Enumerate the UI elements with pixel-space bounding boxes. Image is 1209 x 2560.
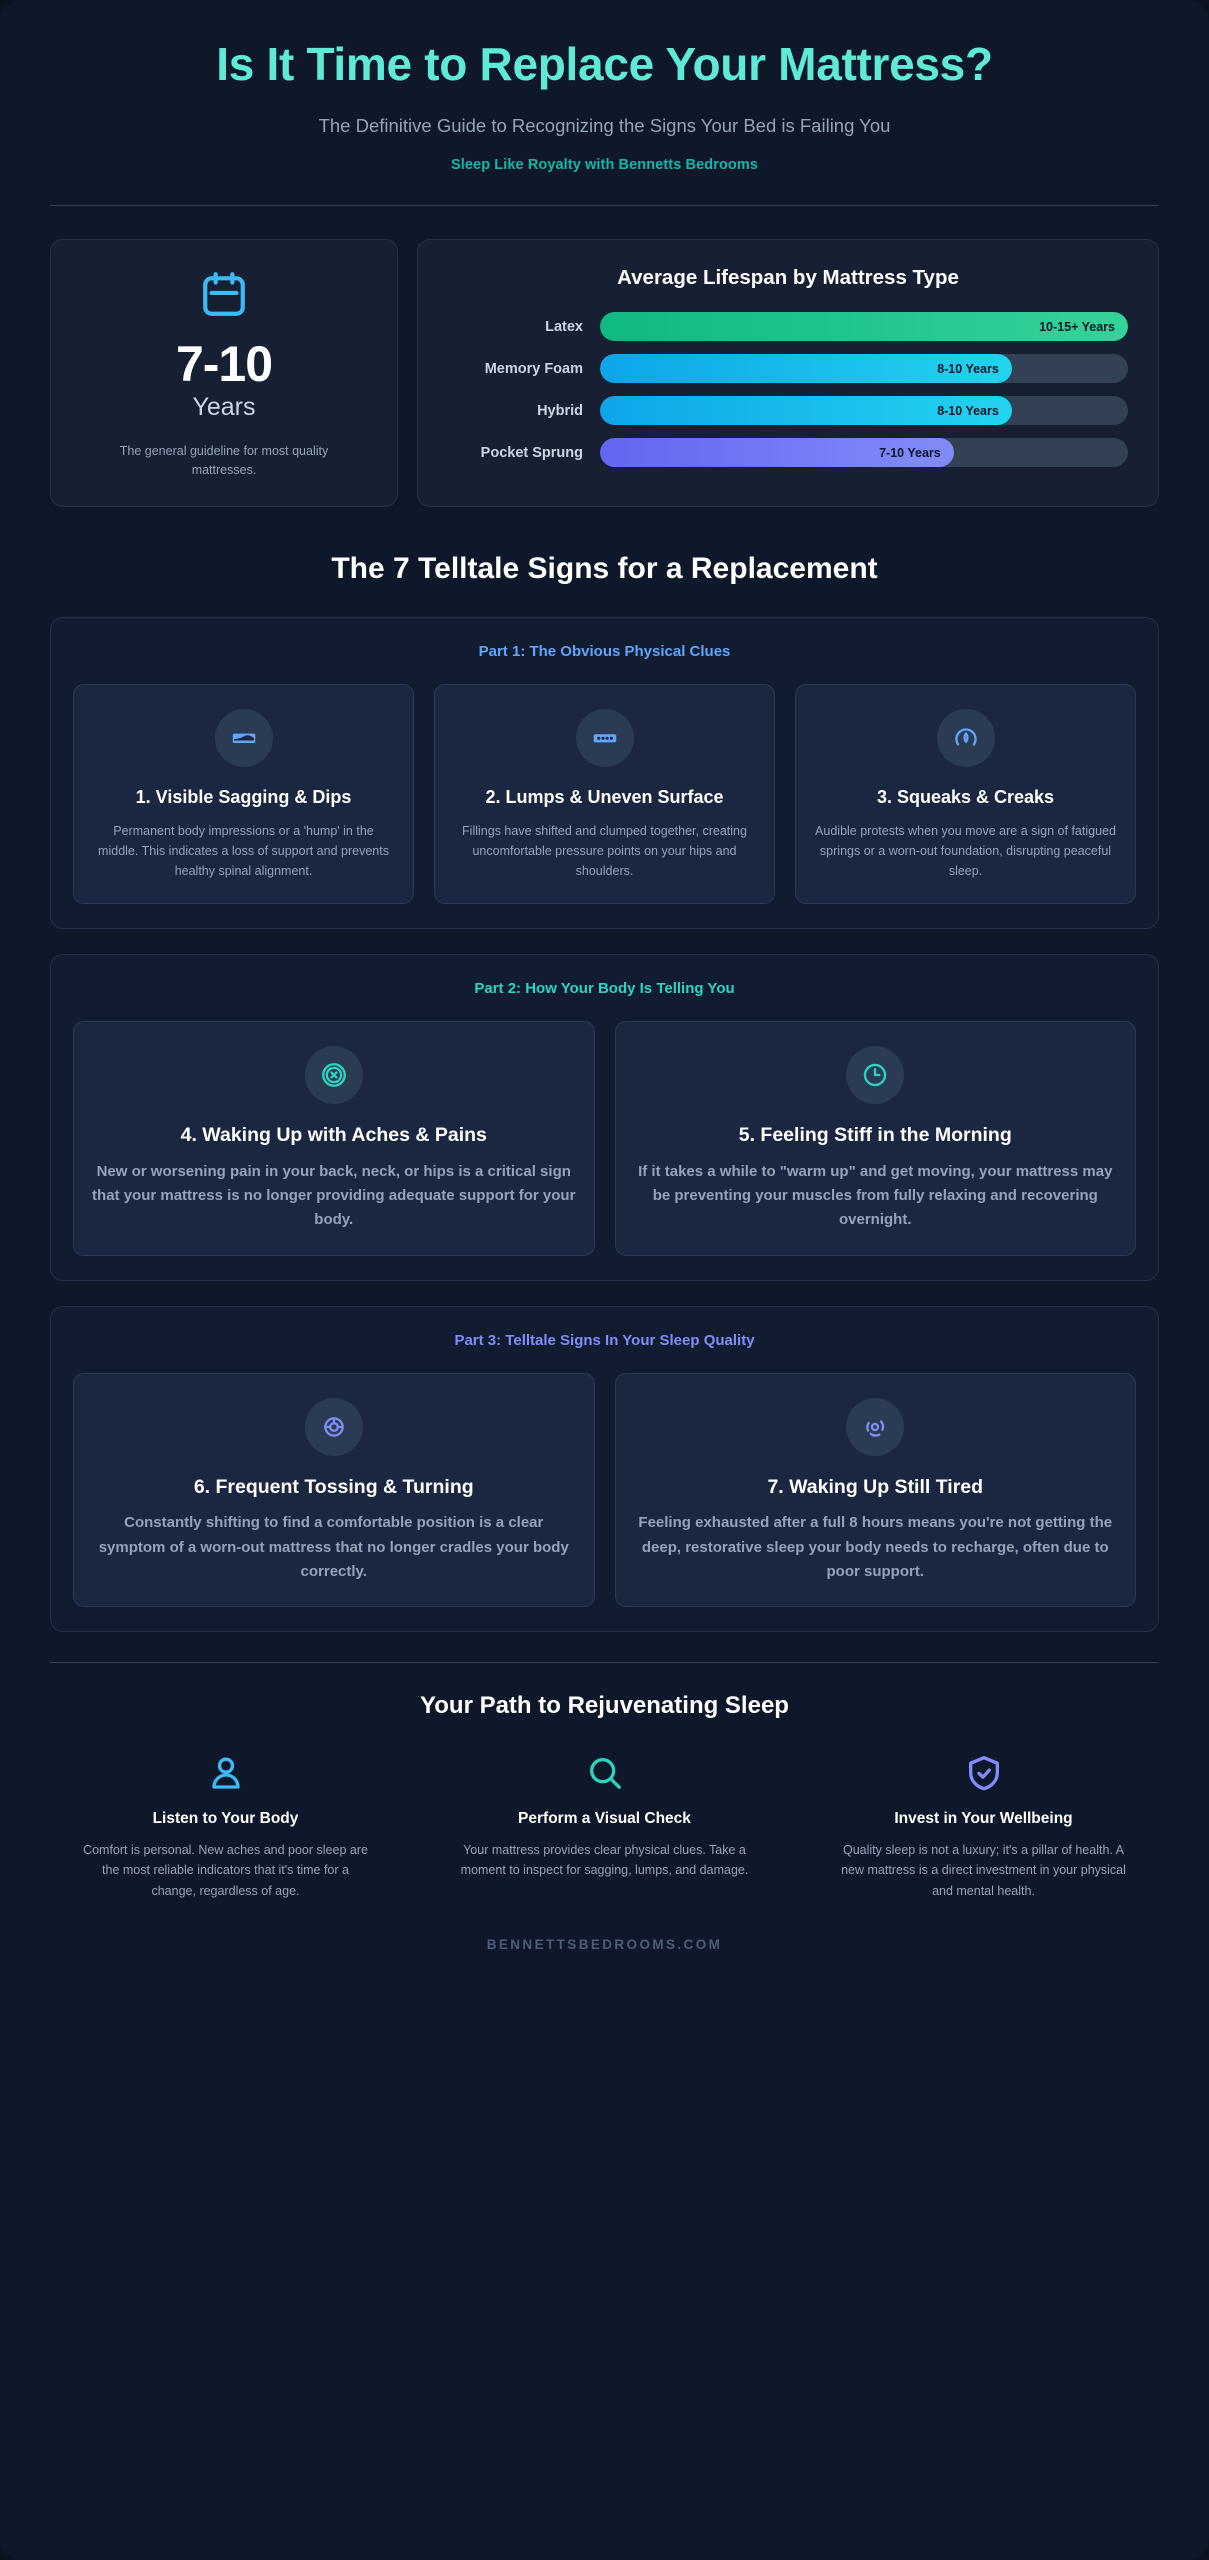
sign-title: 6. Frequent Tossing & Turning xyxy=(193,1475,474,1498)
sound-gauge-icon xyxy=(936,708,995,767)
bar-row: Latex 10-15+ Years xyxy=(448,312,1128,342)
sign-title: 7. Waking Up Still Tired xyxy=(767,1475,984,1498)
tired-spiral-icon xyxy=(846,1397,905,1456)
sign-description: Permanent body impressions or a 'hump' i… xyxy=(98,823,389,879)
footer-heading: Your Path to Rejuvenating Sleep xyxy=(420,1692,789,1720)
bar-fill: 8-10 Years xyxy=(600,396,1012,426)
pain-x-circle-icon xyxy=(304,1046,363,1105)
part-title: Part 1: The Obvious Physical Clues xyxy=(478,642,731,660)
sign-title: 5. Feeling Stiff in the Morning xyxy=(738,1124,1012,1147)
bar-track: 7-10 Years xyxy=(600,438,1128,468)
sign-description: Audible protests when you move are a sig… xyxy=(815,823,1116,879)
bar-value-label: 8-10 Years xyxy=(937,403,999,418)
signs-part-3: Part 3: Telltale Signs In Your Sleep Qua… xyxy=(50,1305,1159,1633)
sign-title: 4. Waking Up with Aches & Pains xyxy=(180,1124,487,1147)
bar-category-label: Latex xyxy=(545,318,583,335)
signs-part-1: Part 1: The Obvious Physical Clues 1. Vis… xyxy=(50,616,1159,930)
bar-value-label: 7-10 Years xyxy=(879,445,941,460)
bar-value-label: 8-10 Years xyxy=(937,361,999,376)
sign-card: 5. Feeling Stiff in the Morning If it tak… xyxy=(614,1021,1136,1256)
page-title: Is It Time to Replace Your Mattress? xyxy=(216,38,993,90)
bar-category-label: Pocket Sprung xyxy=(480,444,583,461)
bar-row: Pocket Sprung 7-10 Years xyxy=(448,438,1128,468)
stat-unit: Years xyxy=(192,393,256,422)
clock-icon xyxy=(846,1046,905,1105)
stat-note: The general guideline for most quality m… xyxy=(119,444,329,478)
bar-row: Memory Foam 8-10 Years xyxy=(448,354,1128,384)
footer-divider xyxy=(50,1662,1159,1664)
overview-row: 7-10 Years The general guideline for mos… xyxy=(50,239,1159,507)
bar-fill: 8-10 Years xyxy=(600,354,1012,384)
bar-fill: 7-10 Years xyxy=(600,438,954,468)
chart-title: Average Lifespan by Mattress Type xyxy=(617,266,959,290)
person-icon xyxy=(206,1752,246,1794)
signs-section-heading: The 7 Telltale Signs for a Replacement xyxy=(331,551,878,585)
bar-track: 10-15+ Years xyxy=(600,312,1128,342)
sign-title: 3. Squeaks & Creaks xyxy=(876,786,1055,807)
brand-tagline: Sleep Like Royalty with Bennetts Bedroom… xyxy=(450,157,759,174)
sign-description: New or worsening pain in your back, neck… xyxy=(92,1162,576,1229)
sign-description: Feeling exhausted after a full 8 hours m… xyxy=(638,1514,1113,1580)
bar-track: 8-10 Years xyxy=(600,354,1128,384)
calendar-icon xyxy=(199,270,249,325)
footer-column-description: Your mattress provides clear physical cl… xyxy=(460,1843,749,1878)
magnifier-icon xyxy=(585,1752,625,1794)
sagging-bed-icon xyxy=(214,708,273,767)
bar-category-label: Memory Foam xyxy=(484,360,583,377)
sign-description: If it takes a while to "warm up" and get… xyxy=(638,1162,1113,1229)
sign-description: Constantly shifting to find a comfortabl… xyxy=(98,1514,569,1580)
footer-column-title: Invest in Your Wellbeing xyxy=(894,1810,1073,1828)
page-subtitle: The Definitive Guide to Recognizing the … xyxy=(318,115,891,137)
lumps-dots-icon xyxy=(575,708,634,767)
lifespan-stat-card: 7-10 Years The general guideline for mos… xyxy=(50,239,398,507)
tossing-turning-icon xyxy=(304,1397,363,1456)
bar-category-label: Hybrid xyxy=(537,402,583,419)
sign-title: 2. Lumps & Uneven Surface xyxy=(485,786,724,807)
lifespan-chart-card: Average Lifespan by Mattress Type Latex 1… xyxy=(417,239,1159,507)
bar-value-label: 10-15+ Years xyxy=(1039,319,1115,334)
footer-column-description: Comfort is personal. New aches and poor … xyxy=(83,1843,368,1898)
footer-column-title: Listen to Your Body xyxy=(152,1810,299,1828)
bar-fill: 10-15+ Years xyxy=(600,312,1128,342)
footer-column-description: Quality sleep is not a luxury; it's a pi… xyxy=(841,1843,1126,1898)
brand-url: BENNETTSBEDROOMS.COM xyxy=(486,1936,723,1952)
part-title: Part 2: How Your Body Is Telling You xyxy=(474,980,735,998)
signs-parts: Part 1: The Obvious Physical Clues 1. Vis… xyxy=(50,616,1159,1633)
sign-description: Fillings have shifted and clumped togeth… xyxy=(462,823,747,879)
page-header: Is It Time to Replace Your Mattress? The… xyxy=(50,0,1159,173)
bar-track: 8-10 Years xyxy=(600,396,1128,426)
signs-part-2: Part 2: How Your Body Is Telling You 4. W… xyxy=(50,954,1159,1281)
bar-row: Hybrid 8-10 Years xyxy=(448,396,1128,426)
sign-title: 1. Visible Sagging & Dips xyxy=(135,786,352,807)
shield-check-icon xyxy=(964,1752,1004,1794)
header-divider xyxy=(50,205,1159,207)
stat-value: 7-10 xyxy=(175,336,273,393)
part-title: Part 3: Telltale Signs In Your Sleep Qua… xyxy=(454,1331,755,1349)
footer-column-title: Perform a Visual Check xyxy=(518,1810,691,1828)
